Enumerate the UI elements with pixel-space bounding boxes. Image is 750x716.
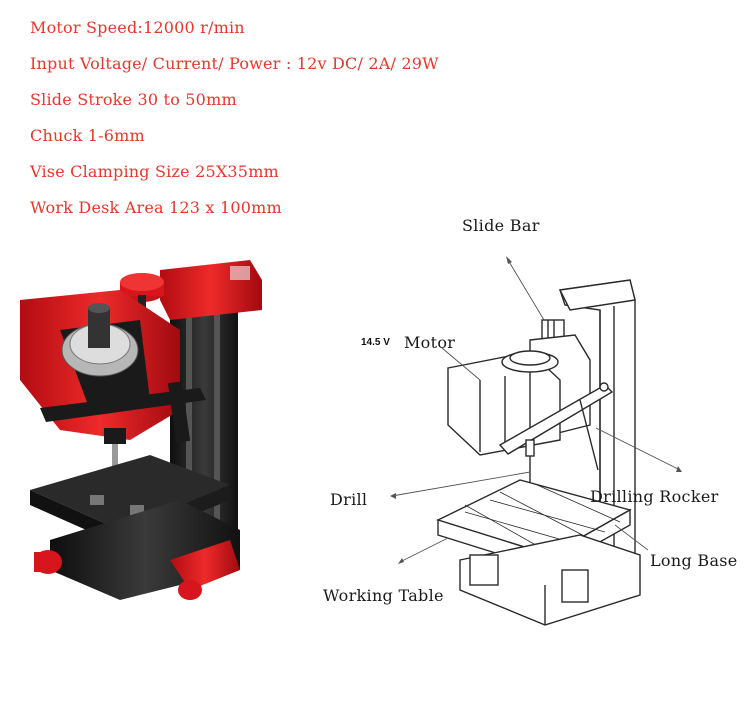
label-long-base: Long Base bbox=[650, 551, 738, 570]
spec-vise-clamping: Vise Clamping Size 25X35mm bbox=[30, 162, 279, 181]
label-drilling-rocker: Drilling Rocker bbox=[590, 487, 719, 506]
drill-press-photo bbox=[20, 260, 262, 600]
spec-work-desk-area: Work Desk Area 123 x 100mm bbox=[30, 198, 282, 217]
label-slide-bar: Slide Bar bbox=[462, 216, 540, 235]
drill-press-diagram bbox=[390, 256, 682, 626]
label-drill: Drill bbox=[330, 490, 368, 509]
spec-chuck: Chuck 1-6mm bbox=[30, 126, 145, 145]
spec-motor-speed: Motor Speed:12000 r/min bbox=[30, 18, 245, 37]
spec-input-power: Input Voltage/ Current/ Power : 12v DC/ … bbox=[30, 54, 439, 73]
label-motor: Motor bbox=[404, 333, 456, 352]
label-working-table: Working Table bbox=[323, 586, 444, 605]
spec-slide-stroke: Slide Stroke 30 to 50mm bbox=[30, 90, 237, 109]
voltage-mark: 14.5 V bbox=[361, 337, 390, 348]
